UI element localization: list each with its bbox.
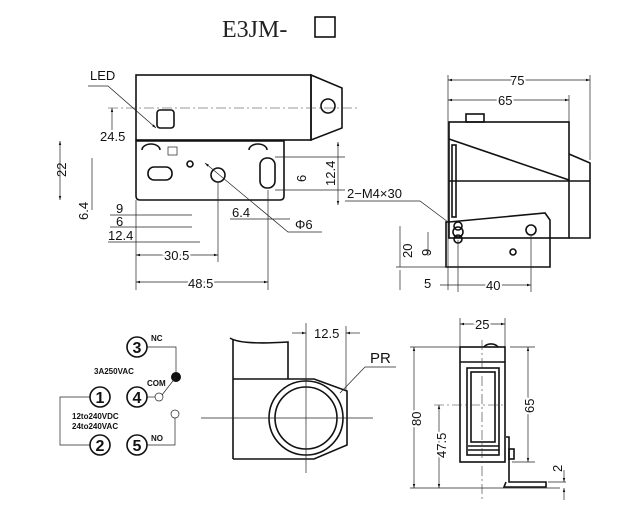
dim-9-side: 9 <box>419 249 434 256</box>
dim-22: 22 <box>54 163 69 177</box>
terminal-5: 5 <box>126 434 148 456</box>
lens-hole <box>320 98 336 114</box>
bracket-slot-left <box>147 166 173 181</box>
dim-47-5: 47.5 <box>434 433 449 458</box>
svg-text:1: 1 <box>96 390 105 407</box>
dim-9: 9 <box>116 201 123 216</box>
no-label: NO <box>151 434 163 443</box>
terminal-4: 4 <box>126 386 148 408</box>
bracket-slot-right <box>259 157 276 189</box>
dim-75: 75 <box>510 73 524 88</box>
pr-label: PR <box>370 350 391 367</box>
dim-12-5: 12.5 <box>314 326 339 341</box>
dim-6-right: 6 <box>294 175 309 182</box>
dim-6-4-right: 6.4 <box>232 205 250 220</box>
terminal-3: 3 <box>126 336 148 358</box>
drawing-title: E3JM- <box>222 16 336 43</box>
wiring-diagram: 1 2 3 4 5 NC 3A250VAC COM 12to240VDC 24t… <box>59 334 181 456</box>
title-box-symbol <box>314 16 336 38</box>
dim-phi6: Φ6 <box>295 217 313 232</box>
screw-spec-label: 2−M4×30 <box>347 186 402 201</box>
terminal-2: 2 <box>89 434 111 456</box>
svg-text:5: 5 <box>133 438 142 455</box>
dim-6-bottom: 6 <box>116 214 123 229</box>
sensor-body <box>135 74 312 141</box>
rating-label: 3A250VAC <box>94 367 134 376</box>
dim-40: 40 <box>486 278 500 293</box>
dim-30-5: 30.5 <box>164 248 189 263</box>
nc-label: NC <box>151 334 163 343</box>
dim-25: 25 <box>475 317 489 332</box>
dim-24-5: 24.5 <box>100 129 125 144</box>
side-bracket <box>445 212 551 268</box>
supply-ac-label: 24to240VAC <box>72 422 118 431</box>
dim-5: 5 <box>424 276 431 291</box>
terminal-1: 1 <box>89 386 111 408</box>
sensor-cap <box>310 73 343 142</box>
svg-text:3: 3 <box>133 340 142 357</box>
title-text: E3JM- <box>222 17 287 43</box>
mounting-bracket <box>135 140 285 201</box>
supply-dc-label: 12to240VDC <box>72 412 119 421</box>
svg-text:4: 4 <box>133 390 142 407</box>
dim-2: 2 <box>550 465 565 472</box>
com-label: COM <box>147 379 166 388</box>
dim-12-4-bottom: 12.4 <box>108 228 133 243</box>
end-view: 25 80 47.5 65 2 <box>407 315 566 500</box>
svg-text:2: 2 <box>96 438 105 455</box>
front-view: LED 24.5 22 6.4 9 6 12.4 30.5 48.5 6.4 Φ… <box>54 68 358 293</box>
dim-20: 20 <box>400 244 415 258</box>
dim-12-4-right: 12.4 <box>323 161 338 186</box>
led-indicator <box>156 109 175 129</box>
dim-80: 80 <box>409 412 424 426</box>
end-body <box>459 346 506 463</box>
dim-48-5: 48.5 <box>188 276 213 291</box>
dim-65: 65 <box>498 93 512 108</box>
side-view: 75 65 2−M4×30 20 9 5 40 <box>345 71 591 295</box>
lens-detail-view: 12.5 PR <box>201 323 396 473</box>
dim-6-4-left: 6.4 <box>76 202 91 220</box>
led-label: LED <box>90 68 115 83</box>
dim-65-end: 65 <box>522 399 537 413</box>
